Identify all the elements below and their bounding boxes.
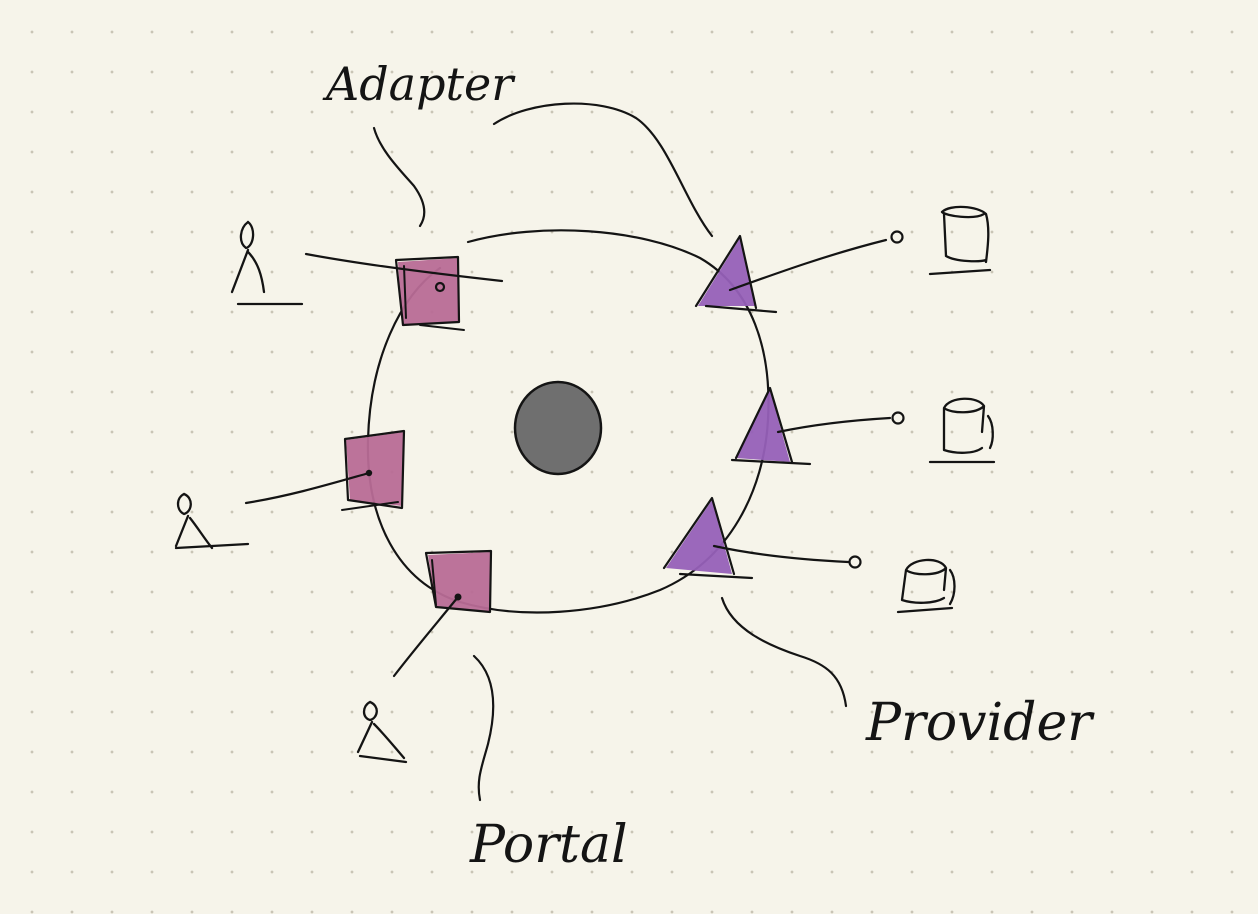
person-icon [230, 220, 304, 306]
user-top [230, 220, 504, 306]
adapter-label: Adapter [322, 57, 516, 111]
portal-leader-line [472, 654, 495, 802]
database-middle [928, 397, 996, 464]
database-icon [928, 397, 996, 464]
database-icon [896, 558, 956, 614]
provider-top [694, 230, 904, 314]
database-top [928, 205, 992, 276]
user-middle [174, 471, 371, 550]
core-domain-circle [513, 380, 603, 476]
adapter-leader-line [372, 126, 426, 228]
provider-leader-line [720, 596, 848, 708]
provider-bottom [662, 496, 862, 580]
portal-label: Portal [469, 815, 628, 875]
person-icon [356, 700, 408, 764]
database-icon [928, 205, 992, 276]
portal-bottom [424, 549, 493, 614]
portal-top [394, 255, 465, 331]
database-bottom [896, 558, 956, 614]
portal-middle [341, 429, 406, 511]
provider-label: Provider [865, 693, 1095, 753]
provider-middle [730, 386, 905, 466]
user-bottom [356, 595, 460, 764]
adapter-leader-line-right [492, 102, 714, 238]
person-icon [174, 492, 250, 550]
